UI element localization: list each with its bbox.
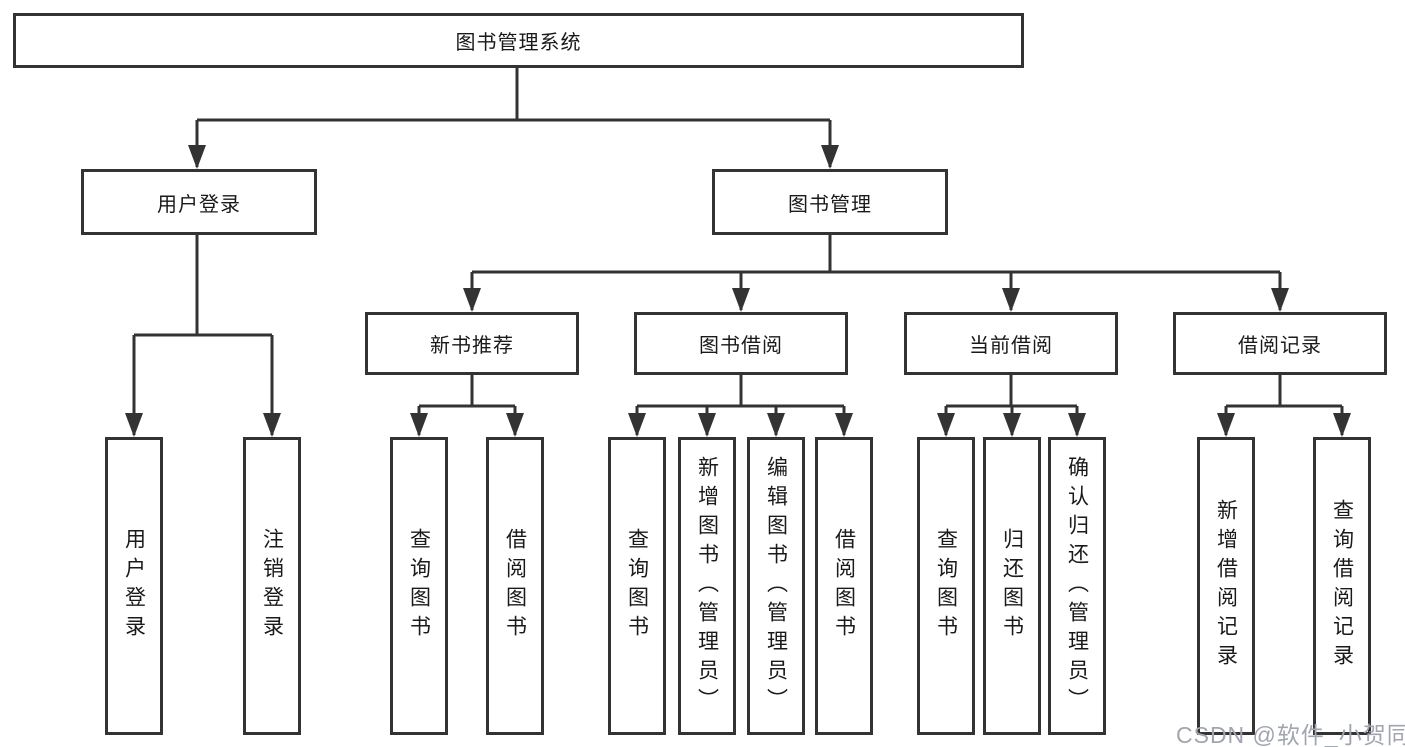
leaf-label: 新增借阅记录 xyxy=(1214,499,1238,673)
node-user-login: 用户登录 xyxy=(81,169,317,235)
leaf-label: 注销登录 xyxy=(260,528,284,644)
node-label: 当前借阅 xyxy=(969,335,1053,357)
leaf-label: 借阅图书 xyxy=(503,528,527,644)
arrow-down-icon xyxy=(1002,288,1020,312)
leaf-recommend-borrow-books: 借阅图书 xyxy=(486,437,544,735)
node-book-management: 图书管理 xyxy=(712,169,948,235)
node-label: 用户登录 xyxy=(157,193,241,216)
arrow-down-icon xyxy=(263,413,281,437)
leaf-label: 查询图书 xyxy=(407,528,431,644)
node-label: 图书借阅 xyxy=(699,335,783,357)
leaf-label: 借阅图书 xyxy=(832,528,856,644)
arrow-down-icon xyxy=(1333,413,1351,437)
leaf-current-confirm-return-admin: 确认归还（管理员） xyxy=(1048,437,1106,735)
node-label: 图书管理系统 xyxy=(455,32,582,54)
arrow-down-icon xyxy=(1271,288,1289,312)
arrow-down-icon xyxy=(698,413,716,437)
arrow-down-icon xyxy=(1068,413,1086,437)
leaf-label: 查询图书 xyxy=(625,528,649,644)
arrow-down-icon xyxy=(188,145,206,169)
leaf-label: 查询借阅记录 xyxy=(1330,499,1354,673)
node-book-borrow: 图书借阅 xyxy=(634,312,848,375)
arrow-down-icon xyxy=(937,413,955,437)
leaf-recommend-query-books: 查询图书 xyxy=(390,437,448,735)
leaf-borrow-add-books-admin: 新增图书（管理员） xyxy=(678,437,736,735)
arrow-down-icon xyxy=(767,413,785,437)
leaf-label: 查询图书 xyxy=(934,528,958,644)
node-label: 图书管理 xyxy=(788,193,872,216)
node-label: 新书推荐 xyxy=(430,335,514,357)
arrow-down-icon xyxy=(835,413,853,437)
arrow-down-icon xyxy=(506,413,524,437)
leaf-label: 确认归还（管理员） xyxy=(1065,455,1089,717)
arrowhead-icons xyxy=(125,145,1351,437)
leaf-borrow-edit-books-admin: 编辑图书（管理员） xyxy=(747,437,805,735)
node-borrow-records: 借阅记录 xyxy=(1173,312,1387,375)
arrow-down-icon xyxy=(1217,413,1235,437)
leaf-label: 用户登录 xyxy=(122,528,146,644)
connector-stems xyxy=(132,68,1344,435)
leaf-records-add-record: 新增借阅记录 xyxy=(1197,437,1255,735)
arrow-down-icon xyxy=(732,288,750,312)
leaf-user-login: 用户登录 xyxy=(105,437,163,735)
arrow-down-icon xyxy=(1003,413,1021,437)
leaf-label: 编辑图书（管理员） xyxy=(764,455,788,717)
leaf-label: 新增图书（管理员） xyxy=(695,455,719,717)
node-current-borrow: 当前借阅 xyxy=(904,312,1118,375)
leaf-current-return-books: 归还图书 xyxy=(983,437,1041,735)
leaf-logout: 注销登录 xyxy=(243,437,301,735)
node-label: 借阅记录 xyxy=(1238,335,1322,357)
arrow-down-icon xyxy=(410,413,428,437)
leaf-current-query-books: 查询图书 xyxy=(917,437,975,735)
node-new-book-recommend: 新书推荐 xyxy=(365,312,579,375)
leaf-records-query-record: 查询借阅记录 xyxy=(1313,437,1371,735)
leaf-borrow-borrow-books: 借阅图书 xyxy=(815,437,873,735)
csdn-watermark: CSDN @软件_小贺同学 xyxy=(1176,722,1405,747)
arrow-down-icon xyxy=(463,288,481,312)
leaf-label: 归还图书 xyxy=(1000,528,1024,644)
node-library-management-system: 图书管理系统 xyxy=(13,13,1024,68)
arrow-down-icon xyxy=(628,413,646,437)
arrow-down-icon xyxy=(125,413,143,437)
arrow-down-icon xyxy=(821,145,839,169)
leaf-borrow-query-books: 查询图书 xyxy=(608,437,666,735)
